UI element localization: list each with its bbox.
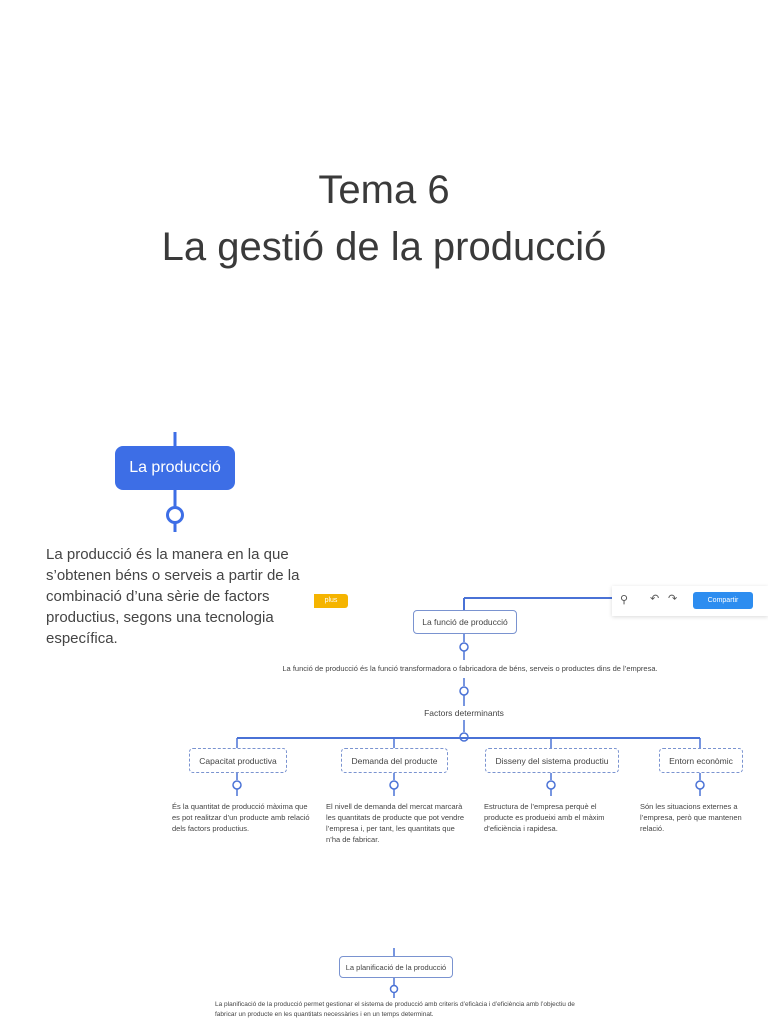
- factor-demanda-description: El nivell de demanda del mercat marcarà …: [326, 802, 465, 844]
- node-la-produccio[interactable]: La producció: [115, 446, 235, 490]
- node-factor-entorn[interactable]: Entorn econòmic: [659, 748, 743, 773]
- node-funcio-produccio[interactable]: La funció de producció: [413, 610, 517, 634]
- connector-factor-4-knob: [695, 780, 705, 790]
- factor-disseny-description: Estructura de l’empresa perquè el produc…: [484, 802, 605, 833]
- node-planificacio[interactable]: La planificació de la producció: [339, 956, 453, 978]
- page-title-line1: Tema 6: [318, 168, 450, 212]
- connector-factors-knob: [459, 686, 469, 696]
- search-icon[interactable]: ⚲: [620, 594, 629, 606]
- connector-funcio-knob: [459, 642, 469, 652]
- factors-label: Factors determinants: [424, 708, 504, 718]
- connector-factor-1-knob: [232, 780, 242, 790]
- node-funcio-description: La funció de producció és la funció tran…: [282, 664, 658, 673]
- plus-tab[interactable]: plus: [314, 594, 348, 608]
- redo-icon[interactable]: ↷: [668, 593, 678, 605]
- node-factor-disseny[interactable]: Disseny del sistema productiu: [485, 748, 619, 773]
- node-factor-capacitat[interactable]: Capacitat productiva: [189, 748, 287, 773]
- undo-icon[interactable]: ↶: [650, 593, 660, 605]
- factor-entorn-description: Són les situacions externes a l’empresa,…: [640, 802, 742, 833]
- factor-capacitat-description: És la quantitat de producció màxima que …: [172, 802, 310, 833]
- node-la-produccio-description: La producció és la manera en la que s’ob…: [46, 546, 300, 647]
- node-planificacio-description: La planificació de la producció permet g…: [215, 1001, 575, 1018]
- connector-plan-knob: [389, 984, 399, 994]
- share-button[interactable]: Compartir: [693, 592, 753, 609]
- page-title-line2: La gestió de la producció: [161, 225, 607, 269]
- node-factor-demanda[interactable]: Demanda del producte: [341, 748, 448, 773]
- connector-factor-2-knob: [389, 780, 399, 790]
- connector-main-knob: [166, 506, 184, 524]
- connector-factor-3-knob: [546, 780, 556, 790]
